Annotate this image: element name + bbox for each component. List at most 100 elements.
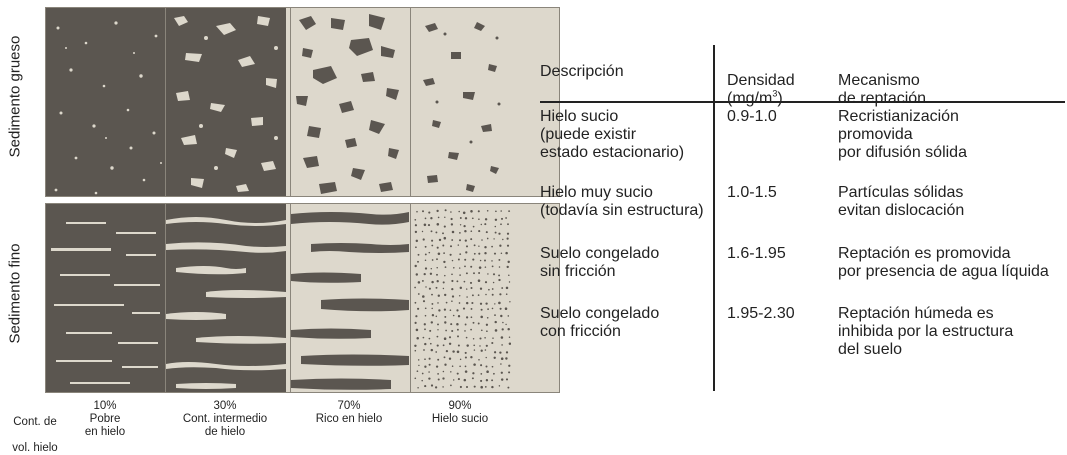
- sediment-dot: [498, 385, 501, 387]
- sediment-dot: [507, 386, 510, 389]
- sediment-dot: [479, 337, 482, 340]
- row-3-density: 1.6-1.95: [727, 245, 786, 262]
- sediment-dot: [473, 344, 476, 347]
- sediment-dot: [436, 223, 440, 226]
- sediment-dot: [506, 244, 510, 247]
- column-label-line1: Pobre: [89, 413, 121, 425]
- sediment-dot: [428, 363, 431, 366]
- sediment-dot: [493, 356, 496, 359]
- sediment-dot: [478, 359, 480, 361]
- sediment-dot: [444, 315, 447, 318]
- sediment-dot: [487, 273, 489, 275]
- sediment-dot: [429, 342, 432, 345]
- sediment-dot: [498, 278, 501, 282]
- header-mechanism-line1: Mecanismo: [838, 72, 920, 89]
- sediment-dot: [500, 371, 503, 374]
- sediment-dot: [436, 209, 439, 213]
- sediment-dot: [502, 321, 504, 324]
- sediment-dot: [464, 229, 467, 233]
- sediment-dot: [508, 371, 511, 374]
- sediment-dot: [424, 259, 427, 262]
- column-percent: 90%: [448, 400, 472, 412]
- sediment-dot: [435, 231, 438, 234]
- sediment-dot: [449, 245, 453, 248]
- sediment-dot: [464, 365, 467, 368]
- sediment-dot: [508, 364, 511, 367]
- sediment-dot: [452, 314, 455, 317]
- sediment-dot: [456, 309, 459, 312]
- sediment-dot: [444, 321, 447, 324]
- sediment-dot: [498, 258, 501, 261]
- sediment-dot: [464, 239, 467, 242]
- sediment-dot: [453, 267, 455, 269]
- sediment-dot: [444, 209, 447, 212]
- sediment-dot: [459, 253, 462, 255]
- sediment-dot: [451, 287, 454, 291]
- ice-content-caption-line1: Cont. de: [13, 416, 57, 428]
- sediment-dot: [480, 349, 483, 352]
- sediment-dot: [437, 302, 439, 304]
- sediment-dot: [465, 385, 469, 389]
- sediment-dot: [484, 337, 486, 339]
- sediment-dot: [422, 238, 425, 241]
- row-4-density: 1.95-2.30: [727, 305, 795, 322]
- sediment-dot: [456, 328, 459, 331]
- sediment-dot: [424, 217, 427, 220]
- sediment-dot: [442, 232, 444, 235]
- sediment-dot: [464, 323, 467, 326]
- sediment-dot: [491, 265, 494, 268]
- sediment-dot: [478, 245, 480, 247]
- sediment-dot: [457, 258, 460, 261]
- sediment-dot: [472, 258, 475, 261]
- sediment-dot: [500, 210, 502, 212]
- sediment-dot: [498, 274, 501, 277]
- sediment-dot: [450, 223, 454, 226]
- sediment-dot: [473, 244, 476, 247]
- sediment-dot: [464, 265, 466, 268]
- sediment-dot: [494, 320, 497, 324]
- column-caption-70: 70% Rico en hielo: [290, 400, 408, 426]
- sediment-dot: [424, 253, 427, 256]
- sediment-dot: [414, 230, 418, 234]
- column-label-line2: en hielo: [84, 426, 126, 438]
- sediment-dot: [431, 259, 434, 261]
- sediment-dot: [473, 349, 476, 351]
- sediment-dot: [504, 307, 508, 310]
- sediment-dot: [422, 336, 425, 339]
- sediment-dot: [431, 280, 434, 284]
- sediment-dot: [465, 272, 468, 275]
- sediment-dot: [436, 267, 438, 269]
- sediment-dot: [448, 357, 452, 360]
- sediment-dot: [459, 385, 462, 389]
- sediment-dot: [498, 266, 501, 268]
- sediment-dot: [487, 308, 489, 310]
- sediment-dot: [491, 365, 494, 368]
- sediment-dot: [478, 252, 481, 255]
- sediment-dot: [437, 216, 440, 219]
- sediment-dot: [437, 378, 440, 381]
- sediment-dot: [485, 379, 489, 382]
- sediment-dot: [430, 217, 433, 220]
- row-2-mechanism: Partículas sólidas evitan dislocación: [838, 184, 965, 219]
- sediment-dot: [492, 337, 494, 339]
- sediment-dot: [436, 258, 438, 261]
- sediment-dot: [466, 344, 469, 347]
- sediment-dot: [416, 210, 418, 213]
- sediment-dot: [491, 288, 494, 290]
- sediment-dot: [443, 356, 446, 359]
- header-density-unit-prefix: (mg/m: [727, 90, 773, 107]
- sediment-dot: [428, 377, 431, 380]
- sediment-dot: [424, 267, 428, 270]
- sediment-dot: [486, 237, 489, 240]
- sediment-dot: [485, 344, 488, 347]
- sediment-dot: [484, 245, 487, 249]
- sediment-dot: [499, 307, 502, 310]
- header-description: Descripción: [540, 63, 624, 80]
- sediment-dot: [501, 328, 504, 331]
- row-1-mechanism: Recristianización promovida por difusión…: [838, 108, 967, 161]
- sediment-dot: [507, 327, 510, 331]
- sediment-dot: [437, 373, 439, 375]
- sediment-dot: [436, 344, 439, 347]
- sediment-dot: [421, 372, 424, 375]
- sediment-dot: [444, 363, 447, 366]
